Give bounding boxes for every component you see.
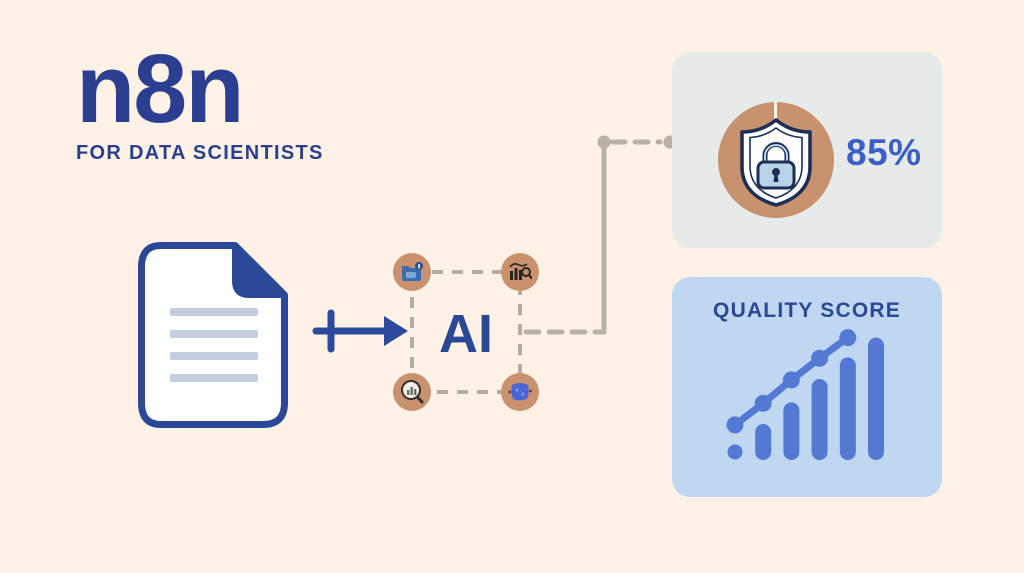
quality-card: QUALITY SCORE (672, 277, 942, 497)
connector-corner-dot (597, 135, 611, 149)
logo-block: n8n FOR DATA SCIENTISTS (76, 34, 324, 165)
ai-processing-box: AI (393, 253, 539, 411)
chart-magnifier-icon (501, 253, 539, 291)
magnifier-bars-icon (393, 373, 431, 411)
quality-card-title: QUALITY SCORE (713, 299, 901, 322)
folder-info-icon (393, 253, 431, 291)
shield-lock-icon (736, 116, 816, 213)
connector-line (523, 135, 677, 335)
security-score: 85% (846, 132, 922, 173)
quality-score-chart (726, 329, 884, 460)
logo-title: n8n (76, 34, 244, 143)
security-card: 85% (672, 52, 942, 248)
ai-dashed-border (410, 270, 522, 394)
document-icon (138, 242, 288, 428)
data-map-icon (501, 373, 539, 411)
badge-hang-line (774, 102, 777, 126)
ai-label: AI (439, 304, 493, 364)
document-text-lines (170, 308, 258, 382)
logo-subtitle: FOR DATA SCIENTISTS (76, 141, 324, 164)
plus-arrow-icon (312, 309, 408, 353)
